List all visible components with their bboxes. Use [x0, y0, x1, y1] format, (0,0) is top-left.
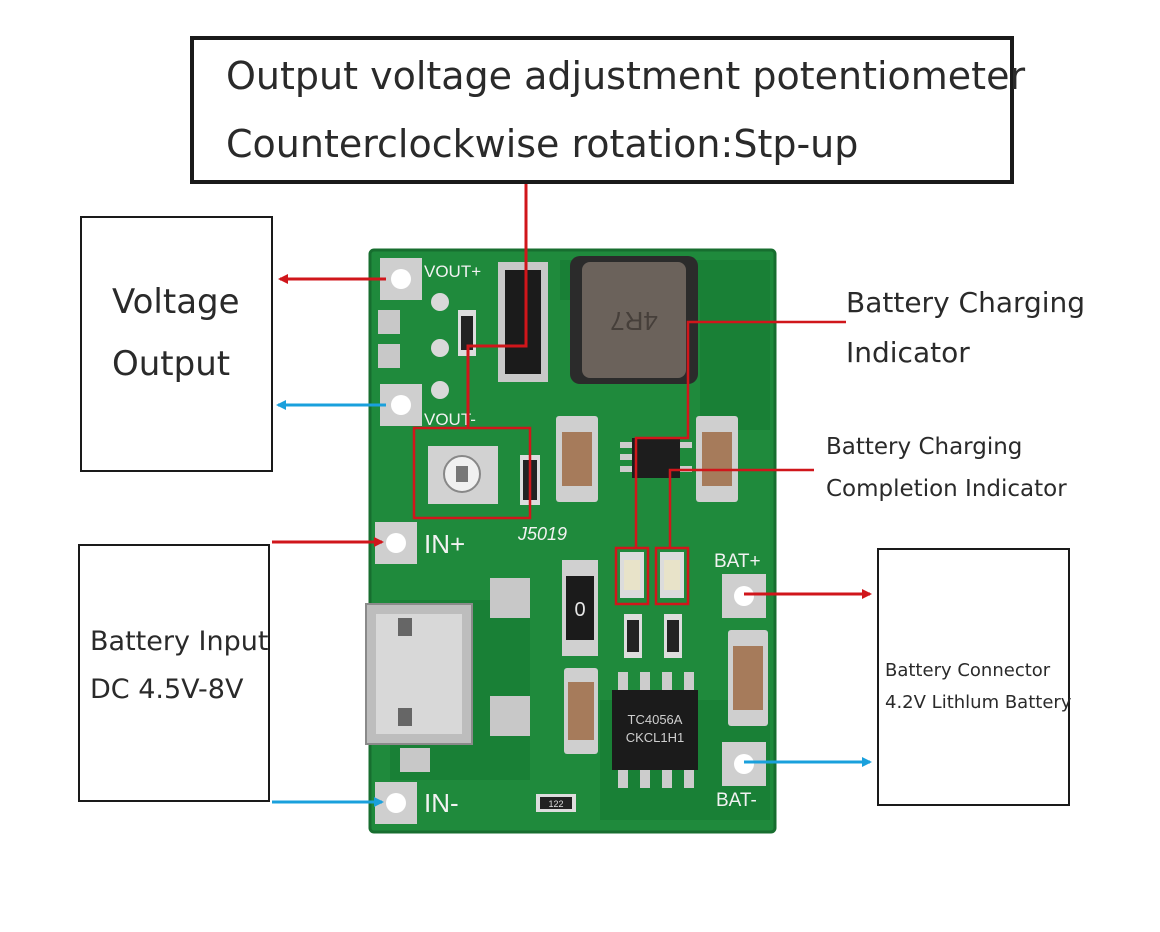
- callout-line-1: Output voltage adjustment potentiometer: [226, 54, 1026, 98]
- chip-marking-2: CKCL1H1: [626, 730, 685, 745]
- silk-bat-plus: BAT+: [714, 551, 761, 572]
- silk-in-minus: IN-: [424, 788, 459, 818]
- charging-led-highlight: [614, 546, 650, 606]
- battery-connector-line-2: 4.2V Lithlum Battery: [885, 692, 1072, 713]
- voltage-output-box: Voltage Output: [80, 216, 273, 472]
- completion-indicator-line-1: Battery Charging: [826, 434, 1023, 460]
- top-callout-box: Output voltage adjustment potentiometer …: [190, 36, 1025, 184]
- charging-indicator-line-1: Battery Charging: [846, 286, 1086, 319]
- completion-leader: [668, 468, 814, 548]
- silk-in-plus: IN+: [424, 529, 465, 559]
- completion-led-highlight: [654, 546, 690, 606]
- charger-chip: [612, 690, 698, 770]
- battery-connector-box: Battery Connector 4.2V Lithlum Battery: [877, 548, 1072, 806]
- potentiometer-highlight: [412, 426, 532, 520]
- inductor-marking: 4R7: [610, 306, 658, 336]
- battery-input-line-1: Battery Input: [90, 626, 269, 657]
- voltage-output-line-2: Output: [112, 344, 231, 384]
- charging-leader: [634, 320, 846, 548]
- resistor-122-marking: 122: [548, 799, 563, 809]
- silk-vout-plus: VOUT+: [424, 262, 481, 281]
- resistor-zero-marking: 0: [574, 599, 585, 621]
- chip-marking-1: TC4056A: [628, 712, 683, 727]
- silk-vout-minus: VOUT-: [424, 410, 476, 429]
- boost-chip: [632, 438, 680, 478]
- battery-input-line-2: DC 4.5V-8V: [90, 674, 244, 705]
- silk-model: J5019: [517, 524, 567, 544]
- pot-leader: [466, 184, 528, 428]
- battery-input-box: Battery Input DC 4.5V-8V: [78, 544, 270, 802]
- battery-connector-line-1: Battery Connector: [885, 660, 1051, 681]
- charging-indicator-line-2: Indicator: [846, 336, 970, 369]
- callout-line-2: Counterclockwise rotation:Stp-up: [226, 122, 859, 166]
- voltage-output-line-1: Voltage: [112, 282, 240, 322]
- silk-bat-minus: BAT-: [716, 790, 757, 811]
- completion-indicator-line-2: Completion Indicator: [826, 476, 1067, 502]
